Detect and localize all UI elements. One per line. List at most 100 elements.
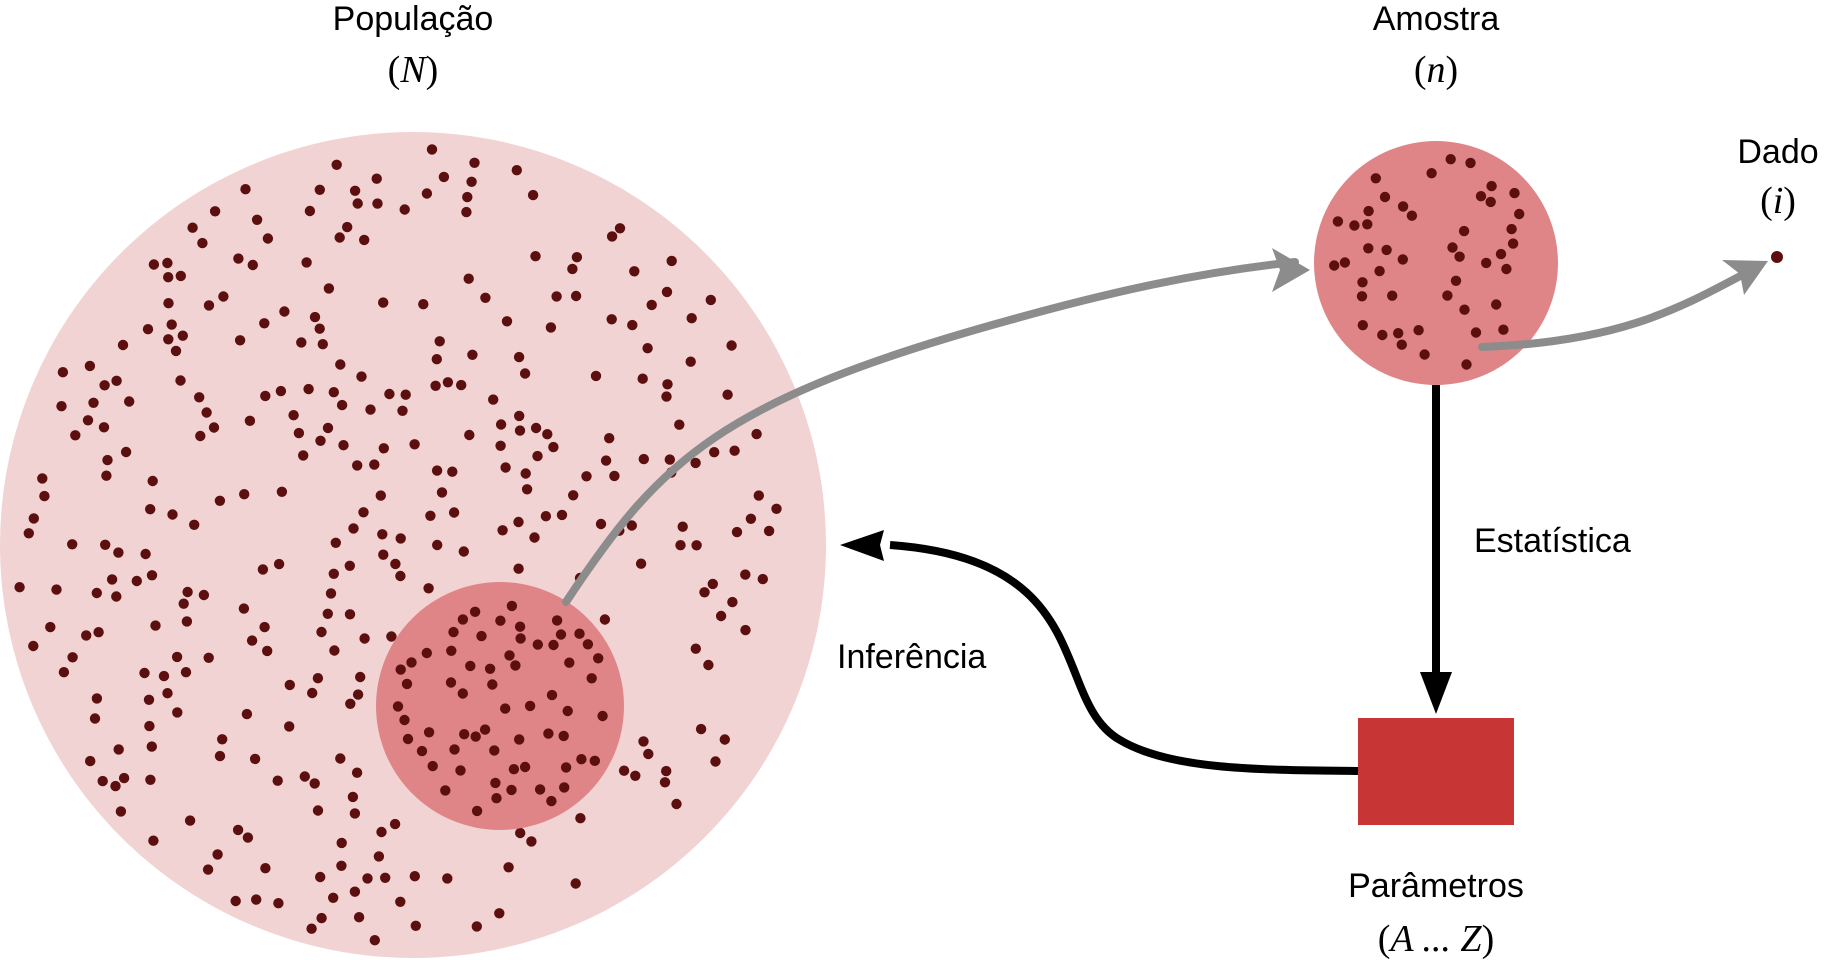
sample-dot bbox=[1507, 238, 1519, 249]
population-dot bbox=[432, 539, 443, 551]
population-dot bbox=[568, 490, 579, 501]
population-dot bbox=[312, 805, 324, 816]
population-dot bbox=[740, 624, 751, 636]
population-dot bbox=[599, 614, 611, 625]
population-dot bbox=[378, 549, 389, 560]
population-sample-dot bbox=[543, 728, 554, 739]
population-dot bbox=[397, 405, 408, 416]
population-dot bbox=[124, 396, 135, 407]
population-dot bbox=[184, 815, 196, 826]
population-dot bbox=[170, 345, 182, 357]
population-dot bbox=[246, 635, 258, 646]
sample-dot bbox=[1509, 187, 1520, 199]
population-dot bbox=[345, 698, 356, 709]
population-sample-dot bbox=[457, 614, 469, 625]
population-dot bbox=[520, 468, 531, 479]
parameters-symbol-range: A ... Z bbox=[1387, 918, 1482, 960]
population-dot bbox=[642, 343, 653, 354]
population-dot bbox=[571, 252, 583, 263]
population-dot bbox=[757, 573, 768, 585]
population-dot bbox=[352, 198, 363, 209]
population-dot bbox=[178, 598, 189, 609]
population-dot bbox=[699, 587, 710, 598]
population-sample-dot bbox=[562, 705, 573, 717]
population-dot bbox=[284, 679, 295, 691]
sample-dot bbox=[1458, 225, 1470, 237]
population-dot bbox=[635, 558, 647, 569]
population-sample-dot bbox=[586, 673, 597, 684]
population-dot bbox=[570, 290, 582, 302]
sample-symbol-letter: n bbox=[1427, 49, 1446, 91]
population-dot bbox=[67, 539, 78, 550]
population-dot bbox=[362, 873, 373, 884]
population-sample-dot bbox=[440, 785, 451, 796]
population-dot bbox=[37, 473, 48, 484]
population-sample-dot bbox=[423, 727, 435, 738]
inference-label: Inferência bbox=[837, 638, 986, 676]
sample-dot bbox=[1393, 328, 1404, 339]
population-dot bbox=[511, 165, 522, 176]
population-dot bbox=[731, 526, 743, 538]
population-dot bbox=[548, 441, 559, 453]
population-dot bbox=[399, 204, 410, 215]
population-dot bbox=[606, 314, 617, 325]
population-dot bbox=[334, 232, 345, 243]
population-dot bbox=[140, 548, 151, 560]
population-sample-dot bbox=[534, 784, 546, 795]
population-dot bbox=[238, 603, 250, 614]
population-dot bbox=[100, 539, 111, 550]
population-dot bbox=[646, 299, 657, 311]
population-dot bbox=[146, 741, 157, 752]
inference-arrow bbox=[889, 541, 1359, 775]
population-dot bbox=[495, 419, 507, 430]
population-dot bbox=[309, 311, 321, 323]
population-dot bbox=[344, 560, 355, 571]
population-dot bbox=[316, 626, 327, 638]
population-dot bbox=[110, 780, 121, 792]
population-sample-dot bbox=[514, 621, 526, 632]
population-dot bbox=[144, 720, 155, 732]
population-dot bbox=[234, 335, 246, 346]
population-dot bbox=[99, 380, 110, 391]
population-sample-dot bbox=[510, 660, 521, 671]
population-dot bbox=[630, 770, 641, 781]
population-dot bbox=[148, 259, 160, 270]
population-dot bbox=[358, 507, 369, 518]
population-dot bbox=[146, 570, 158, 581]
population-sample-dot bbox=[548, 639, 559, 651]
population-dot bbox=[707, 578, 718, 590]
population-dot bbox=[158, 670, 170, 682]
population-dot bbox=[685, 356, 696, 367]
population-dot bbox=[67, 652, 78, 663]
population-sample-dot bbox=[582, 639, 594, 650]
population-dot bbox=[249, 753, 261, 765]
population-dot bbox=[378, 297, 389, 308]
sample-dot bbox=[1450, 275, 1462, 286]
population-dot bbox=[214, 750, 226, 762]
population-dot bbox=[727, 596, 738, 608]
population-dots bbox=[14, 144, 782, 946]
population-dot bbox=[458, 546, 469, 557]
population-dot bbox=[691, 540, 702, 551]
population-sample-dot bbox=[515, 633, 526, 644]
population-dot bbox=[695, 723, 707, 735]
population-dot bbox=[162, 257, 173, 269]
population-dot bbox=[101, 470, 112, 481]
population-sample-dot bbox=[402, 733, 414, 745]
population-sample-dot bbox=[546, 689, 558, 701]
population-dot bbox=[195, 430, 206, 442]
sample-dot bbox=[1470, 327, 1482, 338]
population-dot bbox=[719, 734, 730, 745]
population-dot bbox=[85, 755, 96, 767]
sample-dot bbox=[1370, 173, 1382, 184]
population-dot bbox=[527, 189, 539, 201]
population-dot bbox=[542, 429, 553, 440]
population-dot bbox=[203, 652, 214, 663]
population-dot bbox=[629, 266, 640, 277]
population-dot bbox=[242, 832, 254, 843]
population-dot bbox=[189, 519, 200, 530]
population-dot bbox=[469, 157, 480, 168]
population-dot bbox=[299, 771, 310, 782]
sample-circle bbox=[1314, 141, 1558, 385]
population-dot bbox=[532, 450, 543, 462]
